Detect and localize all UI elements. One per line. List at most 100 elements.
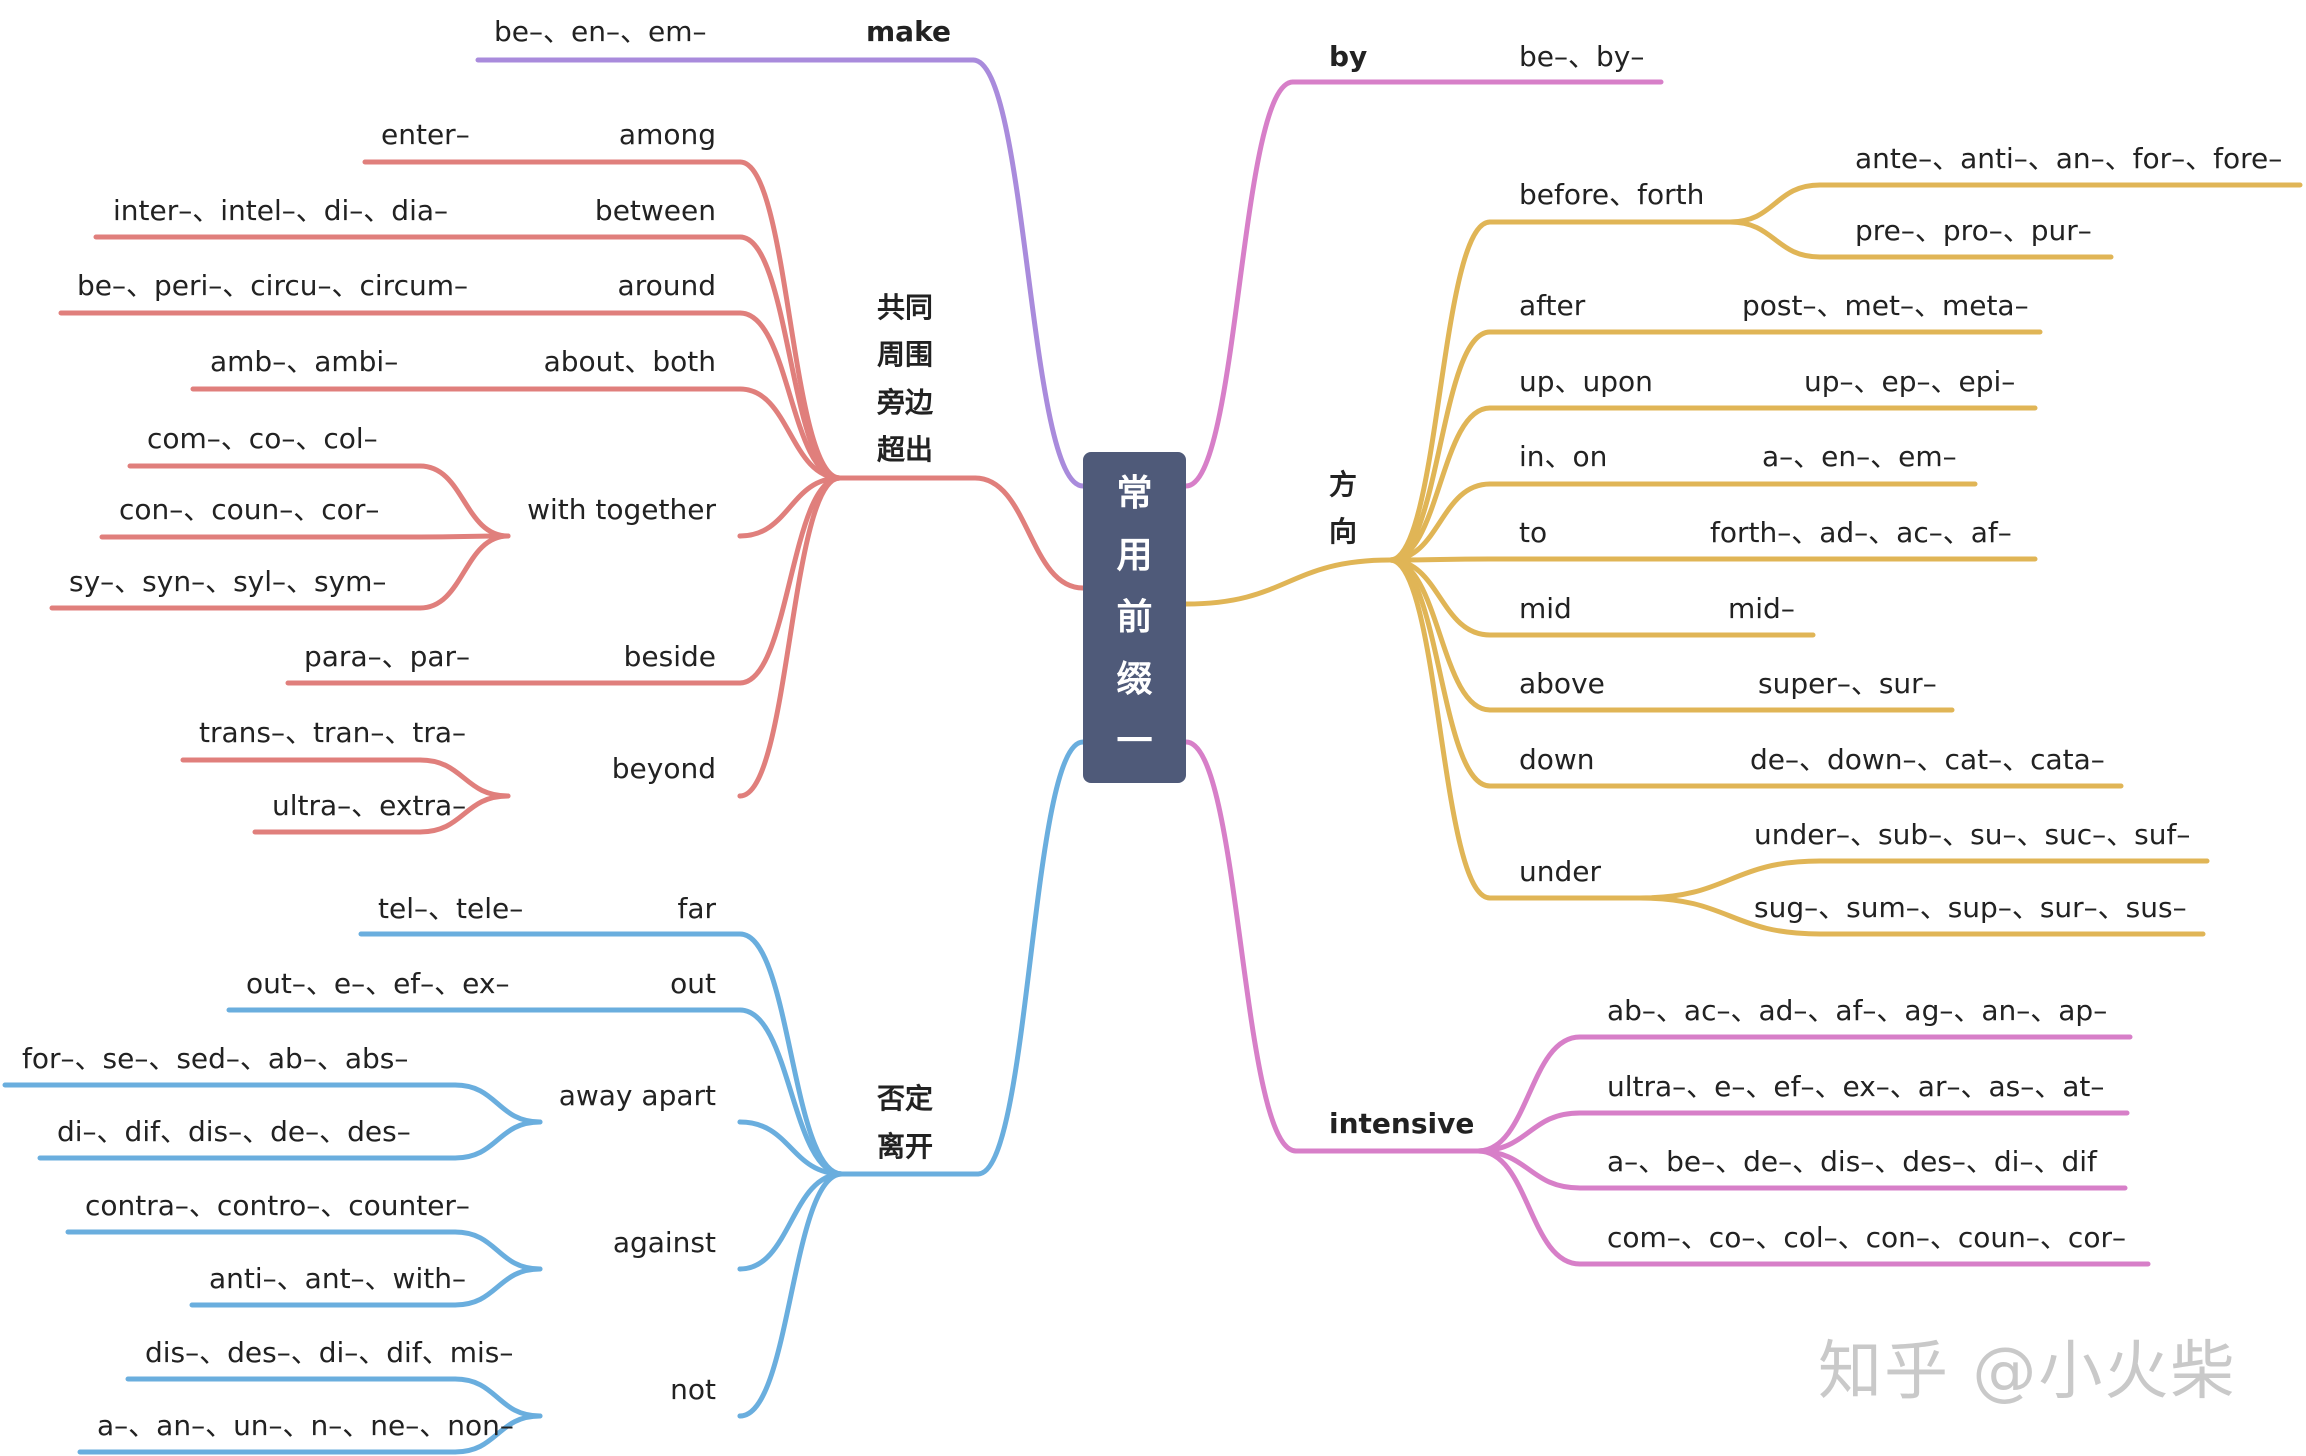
meaning-under[interactable]: under — [1519, 855, 1602, 888]
link-common-item — [737, 475, 843, 539]
meaning-beside[interactable]: beside — [623, 640, 716, 673]
meaning-out[interactable]: out — [670, 967, 716, 1000]
link-common-item — [737, 234, 843, 481]
link-direction-item — [1387, 481, 1493, 563]
link-negation-leaf — [452, 1119, 543, 1161]
meaning-up-upon[interactable]: up、upon — [1519, 365, 1653, 398]
prefix-leaf: pre–、pro–、pur– — [1855, 214, 2092, 247]
meaning-above[interactable]: above — [1519, 667, 1605, 700]
link-negation-leaf — [452, 1413, 543, 1455]
meaning-against[interactable]: against — [612, 1226, 716, 1259]
prefix-leaf: tel–、tele– — [378, 892, 524, 925]
meaning-with-together[interactable]: with together — [527, 493, 716, 526]
prefix-leaf: a–、an–、un–、n–、ne–、non– — [97, 1409, 514, 1442]
link-negation-leaf — [452, 1266, 543, 1308]
root-char: 缀 — [1116, 658, 1153, 700]
link-direction-item — [1387, 329, 1493, 563]
link-intensive-leaf — [1475, 1034, 1583, 1154]
meaning-beyond[interactable]: beyond — [611, 752, 716, 785]
prefix-leaf: ante–、anti–、an–、for–、fore– — [1855, 142, 2283, 175]
root-char: 常 — [1116, 472, 1153, 514]
prefix-leaf: com–、co–、col–、con–、coun–、cor– — [1607, 1221, 2126, 1254]
meaning-down[interactable]: down — [1519, 743, 1595, 776]
prefix-leaf: ab–、ac–、ad–、af–、ag–、an–、ap– — [1607, 994, 2108, 1027]
branch-direction-label-line[interactable]: 方 — [1329, 468, 1358, 501]
link-common-item — [737, 310, 843, 481]
meaning-about-both[interactable]: about、both — [543, 345, 716, 378]
prefix-leaf: contra–、contro–、counter– — [85, 1189, 470, 1222]
link-common-item — [737, 475, 843, 799]
root-char: 前 — [1116, 596, 1153, 638]
branch-common-label-line[interactable]: 旁边 — [877, 386, 934, 419]
link-negation-leaf — [452, 1376, 543, 1419]
link-intensive-leaf — [1475, 1148, 1583, 1267]
prefix-leaf: inter–、intel–、di–、dia– — [113, 194, 449, 227]
root-char: 一 — [1116, 720, 1153, 762]
prefix-leaf: for–、se–、sed–、ab–、abs– — [22, 1042, 409, 1075]
branch-negation-label-line[interactable]: 否定 — [877, 1082, 934, 1115]
prefix-leaf: di–、dif、dis–、de–、des– — [57, 1115, 411, 1148]
root-node[interactable]: 常 用 前 缀 一 — [1083, 452, 1186, 783]
link-common-leaf — [417, 533, 511, 611]
make-prefixes: be–、en–、em– — [494, 15, 707, 48]
prefix-leaf: sug–、sum–、sup–、sur–、sus– — [1754, 891, 2187, 924]
prefix-leaf: con–、coun–、cor– — [119, 493, 380, 526]
prefix-leaf: para–、par– — [304, 640, 471, 673]
prefix-leaf: anti–、ant–、with– — [209, 1262, 466, 1295]
prefix-leaf: out–、e–、ef–、ex– — [246, 967, 510, 1000]
branch-direction-label-line[interactable]: 向 — [1329, 515, 1358, 548]
link-direction-item — [1387, 557, 1493, 901]
link-negation-leaf — [452, 1229, 543, 1272]
meaning-between[interactable]: between — [594, 194, 716, 227]
link-common-item — [737, 475, 843, 686]
link-root-direction — [1183, 557, 1393, 607]
prefix-leaf: super–、sur– — [1758, 667, 1937, 700]
prefix-leaf: de–、down–、cat–、cata– — [1750, 743, 2105, 776]
prefix-leaf: forth–、ad–、ac–、af– — [1710, 516, 2012, 549]
link-negation-item — [737, 1171, 845, 1419]
prefix-leaf: dis–、des–、di–、dif、mis– — [145, 1336, 514, 1369]
meaning-after[interactable]: after — [1519, 289, 1586, 322]
branch-make-label[interactable]: make — [866, 15, 951, 48]
meaning-among[interactable]: among — [618, 118, 716, 151]
watermark: 知乎 @小火柴 — [1818, 1335, 2237, 1409]
meaning-away-apart[interactable]: away apart — [558, 1079, 716, 1112]
branch-by-label[interactable]: by — [1329, 40, 1368, 73]
branch-negation-label-line[interactable]: 离开 — [877, 1130, 934, 1163]
meaning-to[interactable]: to — [1519, 516, 1548, 549]
prefix-leaf: trans–、tran–、tra– — [199, 716, 467, 749]
link-common-leaf — [417, 463, 511, 539]
root-char: 用 — [1116, 534, 1153, 576]
meaning-mid[interactable]: mid — [1519, 592, 1572, 625]
prefix-leaf: post–、met–、meta– — [1742, 289, 2029, 322]
link-negation-item — [737, 1171, 845, 1272]
branch-common-label-line[interactable]: 超出 — [877, 433, 934, 466]
prefix-leaf: com–、co–、col– — [147, 422, 378, 455]
link-common-item — [737, 386, 843, 481]
link-negation-item — [737, 1119, 845, 1177]
link-negation-item — [737, 1007, 845, 1177]
prefix-leaf: a–、en–、em– — [1762, 440, 1957, 473]
meaning-around[interactable]: around — [617, 269, 716, 302]
link-root-intensive — [1183, 739, 1299, 1154]
meaning-before-forth[interactable]: before、forth — [1519, 178, 1705, 211]
prefix-leaf: be–、peri–、circu–、circum– — [77, 269, 468, 302]
branch-common-label-line[interactable]: 周围 — [877, 338, 934, 371]
prefix-leaf: sy–、syn–、syl–、sym– — [69, 565, 387, 598]
link-common-leaf — [417, 757, 511, 799]
prefix-leaf: ultra–、e–、ef–、ex–、ar–、as–、at– — [1607, 1070, 2105, 1103]
prefix-leaf: a–、be–、de–、dis–、des–、di–、dif — [1607, 1145, 2097, 1178]
prefix-leaf: mid– — [1728, 592, 1795, 625]
branch-common-label-line[interactable]: 共同 — [877, 291, 934, 324]
branch-intensive-label[interactable]: intensive — [1329, 1107, 1475, 1140]
meaning-not[interactable]: not — [670, 1373, 716, 1406]
link-direction-leaf — [1637, 858, 1823, 901]
meaning-in-on[interactable]: in、on — [1519, 440, 1608, 473]
link-direction-item — [1387, 556, 1493, 563]
link-root-make — [970, 57, 1086, 489]
prefix-leaf: under–、sub–、su–、suc–、suf– — [1754, 818, 2191, 851]
link-direction-item — [1387, 219, 1493, 563]
meaning-far[interactable]: far — [677, 892, 716, 925]
